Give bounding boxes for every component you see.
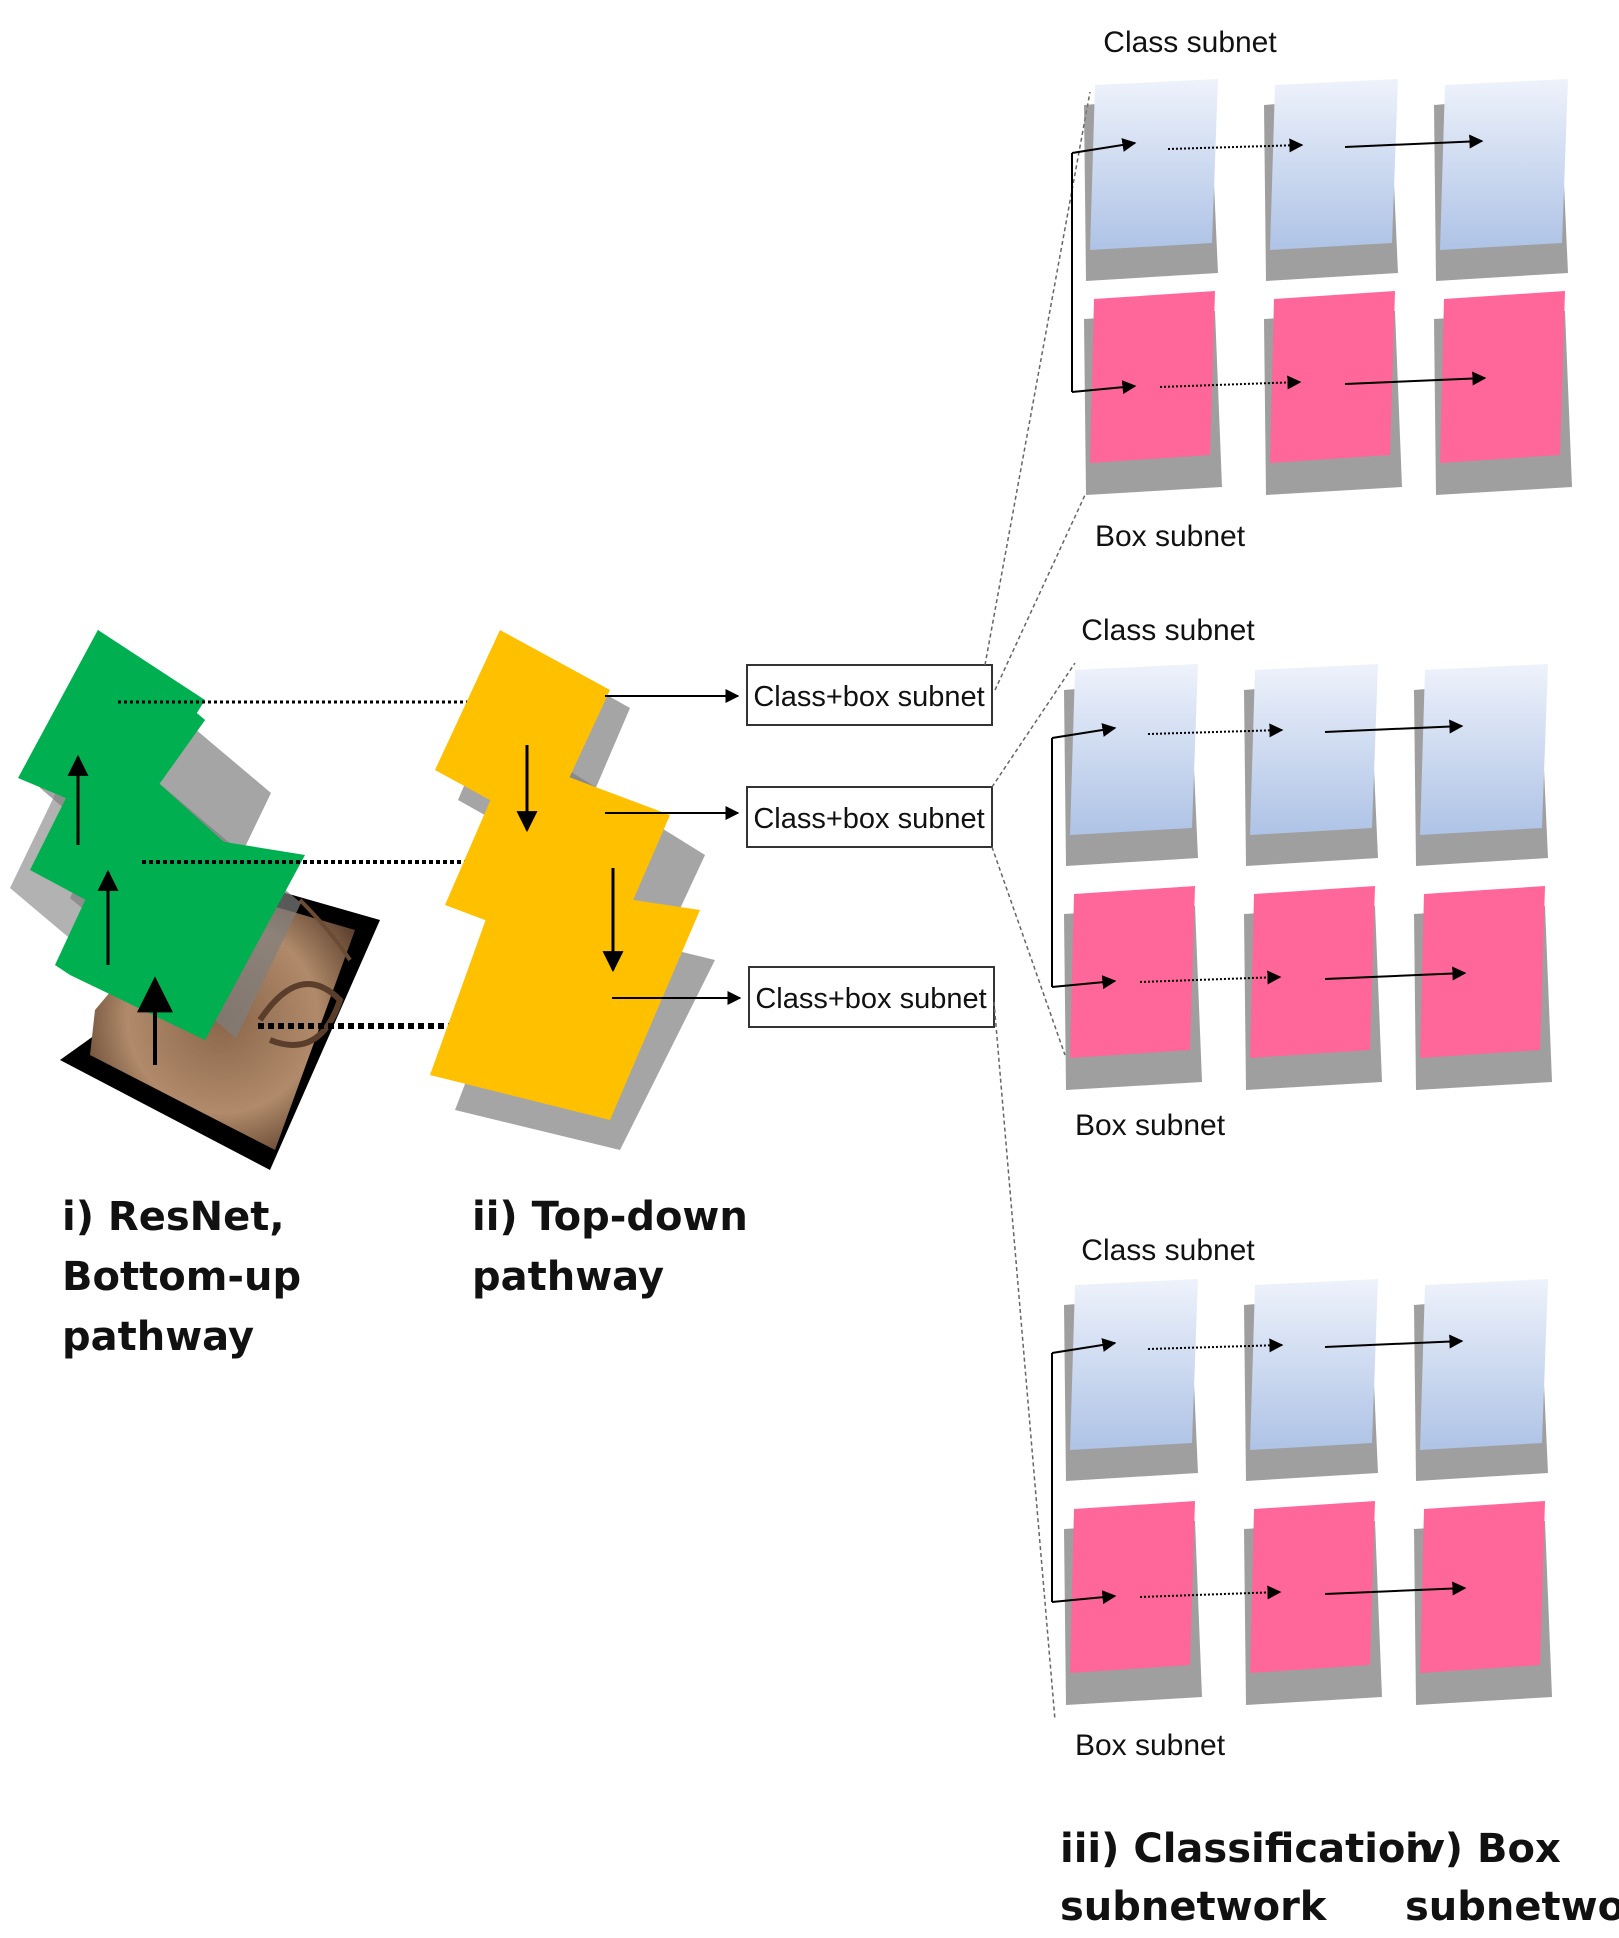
box-subnet-label: Box subnet (1095, 520, 1246, 553)
subnet-box-2: Class+box subnet (746, 786, 993, 848)
box-layer (1250, 1501, 1375, 1673)
flow-arrow (1051, 1338, 1117, 1354)
flow-arrow (1051, 975, 1117, 990)
flow-arrow (1324, 966, 1467, 981)
box-layer (1250, 886, 1375, 1058)
flow-arrow (1159, 375, 1302, 390)
subnet-box-label: Class+box subnet (753, 681, 984, 713)
flow-arrow (1344, 371, 1487, 386)
subnet-box-1: Class+box subnet (746, 664, 993, 726)
box-layer (1070, 886, 1195, 1058)
box-subnet-label: Box subnet (1075, 1729, 1226, 1762)
flow-arrow (1324, 719, 1464, 734)
flow-arrow (1324, 1334, 1464, 1349)
class-layer (1270, 79, 1398, 250)
flow-arrow (1344, 134, 1484, 149)
flow-arrow (1051, 1590, 1117, 1605)
box-layer (1270, 291, 1395, 463)
class-layer (1070, 664, 1198, 835)
class-layer (1070, 1279, 1198, 1450)
flow-arrow (1139, 970, 1282, 985)
caption-line: i) ResNet, (62, 1194, 285, 1240)
class-layer (1440, 79, 1568, 250)
caption-line: iv) Box (1405, 1826, 1561, 1872)
resnet-pathway (10, 630, 380, 1170)
subnet-box-label: Class+box subnet (753, 803, 984, 835)
class-layer (1090, 79, 1218, 250)
class-subnet-label: Class subnet (1081, 1234, 1255, 1267)
flow-arrow (1324, 1581, 1467, 1596)
topdown-layer-3 (430, 880, 700, 1120)
topdown-pathway (430, 630, 715, 1150)
caption-line: pathway (62, 1314, 254, 1360)
box-layer (1420, 1501, 1545, 1673)
box-layer (1090, 291, 1215, 463)
caption-box: iv) Box subnetwork (1405, 1826, 1619, 1930)
caption-resnet: i) ResNet, Bottom-up pathway (62, 1194, 301, 1360)
caption-line: iii) Classification (1060, 1826, 1434, 1872)
flow-arrow (1071, 138, 1137, 154)
class-layer (1420, 1279, 1548, 1450)
topdown-layer-1 (435, 630, 610, 830)
caption-line: Bottom-up (62, 1254, 301, 1300)
class-layer (1250, 664, 1378, 835)
flow-arrow (1071, 380, 1137, 395)
caption-topdown: ii) Top-down pathway (472, 1194, 748, 1300)
box-layer (1420, 886, 1545, 1058)
subnet-box-label: Class+box subnet (755, 983, 986, 1015)
caption-line: subnetwork (1060, 1884, 1328, 1930)
flow-arrow (1051, 723, 1117, 739)
class-layer (1420, 664, 1548, 835)
subnet-box-3: Class+box subnet (748, 966, 995, 1028)
caption-line: subnetwork (1405, 1884, 1619, 1930)
caption-classification: iii) Classification subnetwork (1060, 1826, 1434, 1930)
class-subnet-label: Class subnet (1081, 614, 1255, 647)
class-subnet-label: Class subnet (1103, 26, 1277, 59)
caption-line: ii) Top-down (472, 1194, 748, 1240)
box-subnet-label: Box subnet (1075, 1109, 1226, 1142)
caption-line: pathway (472, 1254, 664, 1300)
box-layer (1070, 1501, 1195, 1673)
box-layer (1440, 291, 1565, 463)
flow-arrow (1139, 1585, 1282, 1600)
class-layer (1250, 1279, 1378, 1450)
